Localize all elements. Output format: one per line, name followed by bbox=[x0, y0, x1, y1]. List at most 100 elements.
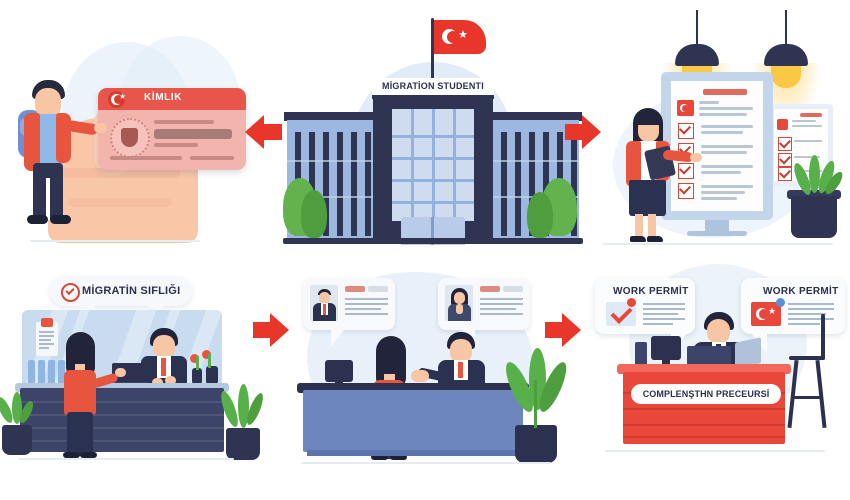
lamp-bulb bbox=[771, 62, 801, 88]
plant-leaf bbox=[238, 384, 249, 428]
ground-line bbox=[30, 240, 200, 242]
jacket-left bbox=[24, 113, 40, 171]
pc-tower bbox=[635, 342, 647, 366]
turkish-flag-icon bbox=[677, 100, 694, 116]
stool-seat bbox=[789, 356, 825, 360]
stool-leg bbox=[815, 359, 827, 429]
clerk-officer bbox=[138, 328, 192, 396]
monitor-stand bbox=[335, 380, 343, 384]
service-counter bbox=[303, 390, 523, 452]
leg-left bbox=[635, 214, 643, 238]
stool-rung bbox=[793, 396, 821, 399]
national-emblem-icon bbox=[110, 118, 150, 158]
top-garment bbox=[64, 370, 96, 415]
flower-stem bbox=[196, 356, 199, 370]
vase-2 bbox=[206, 366, 218, 386]
monitor-stand bbox=[662, 359, 670, 364]
wing-cornice-right bbox=[490, 112, 582, 121]
panel-id-card: ★ KİMLIK bbox=[0, 0, 283, 250]
counter-base bbox=[307, 450, 519, 456]
flag-pole bbox=[431, 18, 434, 80]
star-glyph: ★ bbox=[458, 29, 468, 41]
ground-line bbox=[605, 450, 825, 452]
turkish-flag-icon: ★ bbox=[751, 298, 785, 326]
plant-pot bbox=[791, 196, 837, 238]
applicant-woman bbox=[60, 332, 126, 458]
lamp-cord bbox=[785, 10, 787, 44]
arrow-head bbox=[245, 115, 264, 149]
shoe-right bbox=[50, 215, 71, 224]
id-field-line bbox=[154, 143, 198, 147]
building-base bbox=[283, 238, 583, 244]
officer-man bbox=[417, 332, 489, 396]
lamp-shade bbox=[675, 44, 719, 66]
counter-top bbox=[297, 383, 529, 393]
card-tail bbox=[331, 329, 345, 347]
plant-pot-rim bbox=[787, 190, 841, 199]
monitor-stand bbox=[705, 220, 729, 232]
male-profile-photo bbox=[310, 285, 338, 321]
profile-card-female bbox=[438, 278, 530, 330]
red-reception-desk bbox=[623, 372, 785, 444]
crescent-cutout bbox=[114, 95, 123, 104]
arrow-head bbox=[562, 313, 581, 347]
ground-line bbox=[18, 458, 234, 460]
binder bbox=[58, 360, 65, 384]
check-circle-icon bbox=[61, 283, 80, 302]
ground-line bbox=[301, 462, 551, 464]
turkish-flag-icon: ★ bbox=[434, 20, 486, 54]
student-with-backpack bbox=[14, 66, 107, 226]
panel-checklist bbox=[583, 0, 850, 260]
neck bbox=[384, 374, 395, 384]
vase bbox=[192, 368, 202, 386]
panel-work-permit: WORK PERMİT WORK PERMİT ★ bbox=[583, 250, 850, 500]
work-permit-title-1: WORK PERMİT bbox=[613, 286, 689, 297]
female-profile-photo bbox=[445, 285, 473, 321]
desk-nameplate-text: COMPLENŞTHN PRECEURSİ bbox=[642, 389, 770, 399]
plant-stem bbox=[534, 380, 537, 428]
bush bbox=[527, 192, 553, 238]
panel-building: ★ MİGRATİON STUDENTI bbox=[283, 0, 583, 250]
id-field-line bbox=[110, 156, 182, 160]
shoe-left bbox=[371, 454, 388, 460]
laptop bbox=[687, 346, 731, 368]
panel-handshake bbox=[283, 250, 583, 500]
monitor bbox=[325, 360, 353, 382]
flower bbox=[190, 354, 199, 363]
face bbox=[450, 339, 472, 363]
crescent-cutout bbox=[447, 31, 459, 43]
flower bbox=[202, 350, 211, 359]
id-field-block bbox=[154, 129, 232, 139]
turkish-flag-icon bbox=[777, 119, 788, 130]
wall-notice bbox=[36, 318, 58, 356]
hand-left bbox=[152, 378, 163, 387]
trousers bbox=[67, 412, 93, 456]
monitor bbox=[651, 336, 681, 360]
arrow-shaft bbox=[565, 124, 583, 140]
building-center bbox=[373, 99, 493, 245]
binder bbox=[38, 360, 45, 384]
woman-officer-with-tablet bbox=[621, 108, 702, 243]
shoe-left bbox=[630, 236, 646, 242]
desk-nameplate: COMPLENŞTHN PRECEURSİ bbox=[631, 384, 781, 404]
plant-leaf bbox=[809, 155, 820, 193]
shoe-right bbox=[80, 452, 97, 458]
face bbox=[153, 335, 175, 359]
plant-pot bbox=[2, 425, 32, 455]
arrow-shaft bbox=[545, 322, 563, 338]
blazer-left bbox=[626, 141, 641, 187]
work-permit-card-1: WORK PERMİT bbox=[595, 278, 695, 334]
pointing-hand bbox=[690, 153, 702, 162]
hand-right bbox=[165, 376, 176, 385]
monitor-screen bbox=[661, 72, 773, 220]
window-grid bbox=[392, 109, 474, 221]
lamp-shade bbox=[764, 44, 808, 66]
leg-gap bbox=[46, 178, 50, 220]
plant-leaf bbox=[12, 392, 22, 424]
shoe-left bbox=[63, 452, 80, 458]
shoe-right bbox=[647, 236, 663, 242]
arrow-shaft bbox=[264, 124, 282, 140]
wing-cornice-left bbox=[284, 112, 376, 121]
notice-header bbox=[41, 318, 53, 327]
